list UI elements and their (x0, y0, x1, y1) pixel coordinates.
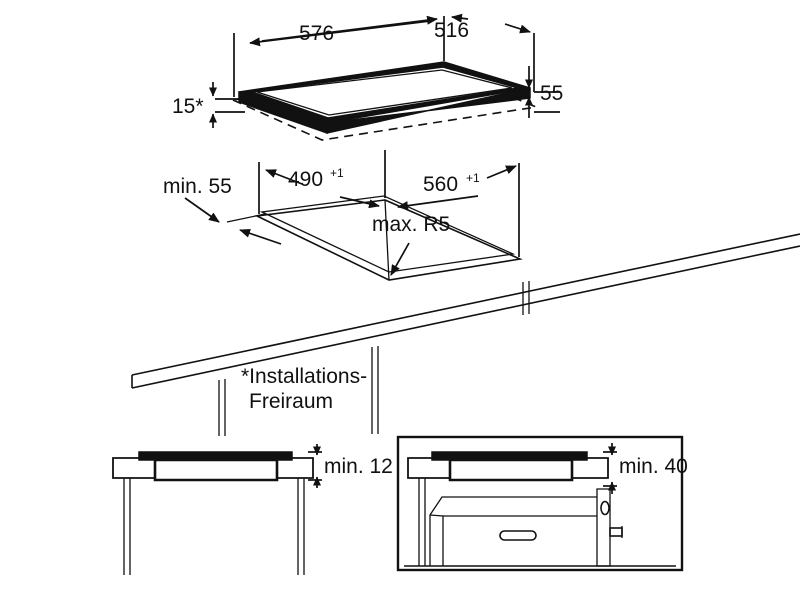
dimension-min-40: min. 40 (603, 443, 688, 494)
footnote-line-1: *Installations- (241, 365, 367, 388)
cabinet-side-right (371, 346, 379, 434)
dimension-576: 576 (233, 15, 445, 97)
dim-sup-560: +1 (466, 171, 480, 185)
label-min-40: min. 40 (619, 455, 688, 478)
dimension-55: 55 (525, 66, 563, 118)
hob-glass-plate-2 (431, 451, 588, 461)
footnote: *Installations- Freiraum (241, 365, 367, 413)
dim-sup-490: +1 (330, 166, 344, 180)
worktop-front-edge (131, 245, 800, 389)
hob-glass-plate (138, 451, 293, 461)
oven-knob (600, 500, 610, 516)
oven-vent-slot (499, 530, 537, 541)
cutout-outline (254, 199, 523, 281)
cabinet-side-left-detail (123, 478, 131, 575)
hob-body-box (153, 458, 279, 482)
hob-glass-surface (251, 66, 519, 119)
dim-label-15: 15* (172, 95, 204, 118)
dimension-min-12: min. 12 (308, 444, 393, 488)
worktop-slab-left (112, 457, 156, 479)
dimension-516: 516 (434, 13, 535, 92)
label-max-r5: max. R5 (372, 213, 450, 236)
dimension-15: 15* (172, 82, 245, 128)
hob-body-box-2 (448, 458, 574, 482)
dim-label-560: 560 (423, 173, 458, 196)
worktop-slab-right-2 (571, 457, 609, 479)
hob-glass-inner-line (256, 69, 513, 116)
clearance-detail-without-oven: min. 12 (112, 444, 393, 575)
worktop-cutout-view: min. 55 490 +1 560 +1 max. R5 (131, 150, 800, 436)
cabinet-side-left-detail-2 (418, 478, 426, 566)
footnote-line-2: Freiraum (249, 390, 333, 413)
dimension-560: 560 +1 (397, 163, 520, 257)
dimension-490: 490 +1 (258, 150, 386, 214)
cabinet-side-right-detail (297, 478, 305, 575)
dim-label-516: 516 (434, 19, 469, 42)
dim-label-576: 576 (299, 22, 334, 45)
annotation-max-r5: max. R5 (372, 213, 450, 276)
dimension-min-55: min. 55 (163, 175, 282, 245)
dim-label-490: 490 (288, 168, 323, 191)
label-min-12: min. 12 (324, 455, 393, 478)
cabinet-side-far-right (522, 281, 530, 315)
clearance-detail-with-oven: min. 40 (396, 435, 688, 572)
dim-label-min-55: min. 55 (163, 175, 232, 198)
detail-box-border (396, 435, 684, 572)
cutout-inner-offset (259, 195, 516, 273)
dim-label-55: 55 (540, 82, 563, 105)
oven-body (429, 488, 623, 567)
cabinet-side-left (218, 379, 226, 436)
worktop-slab-left-2 (407, 457, 451, 479)
hob-isometric-view: 576 516 55 15* (172, 13, 563, 141)
worktop-slab-right (276, 457, 314, 479)
cutout-center-line (384, 199, 390, 281)
worktop-top-edge (131, 233, 800, 376)
oven-bolt (609, 527, 623, 537)
